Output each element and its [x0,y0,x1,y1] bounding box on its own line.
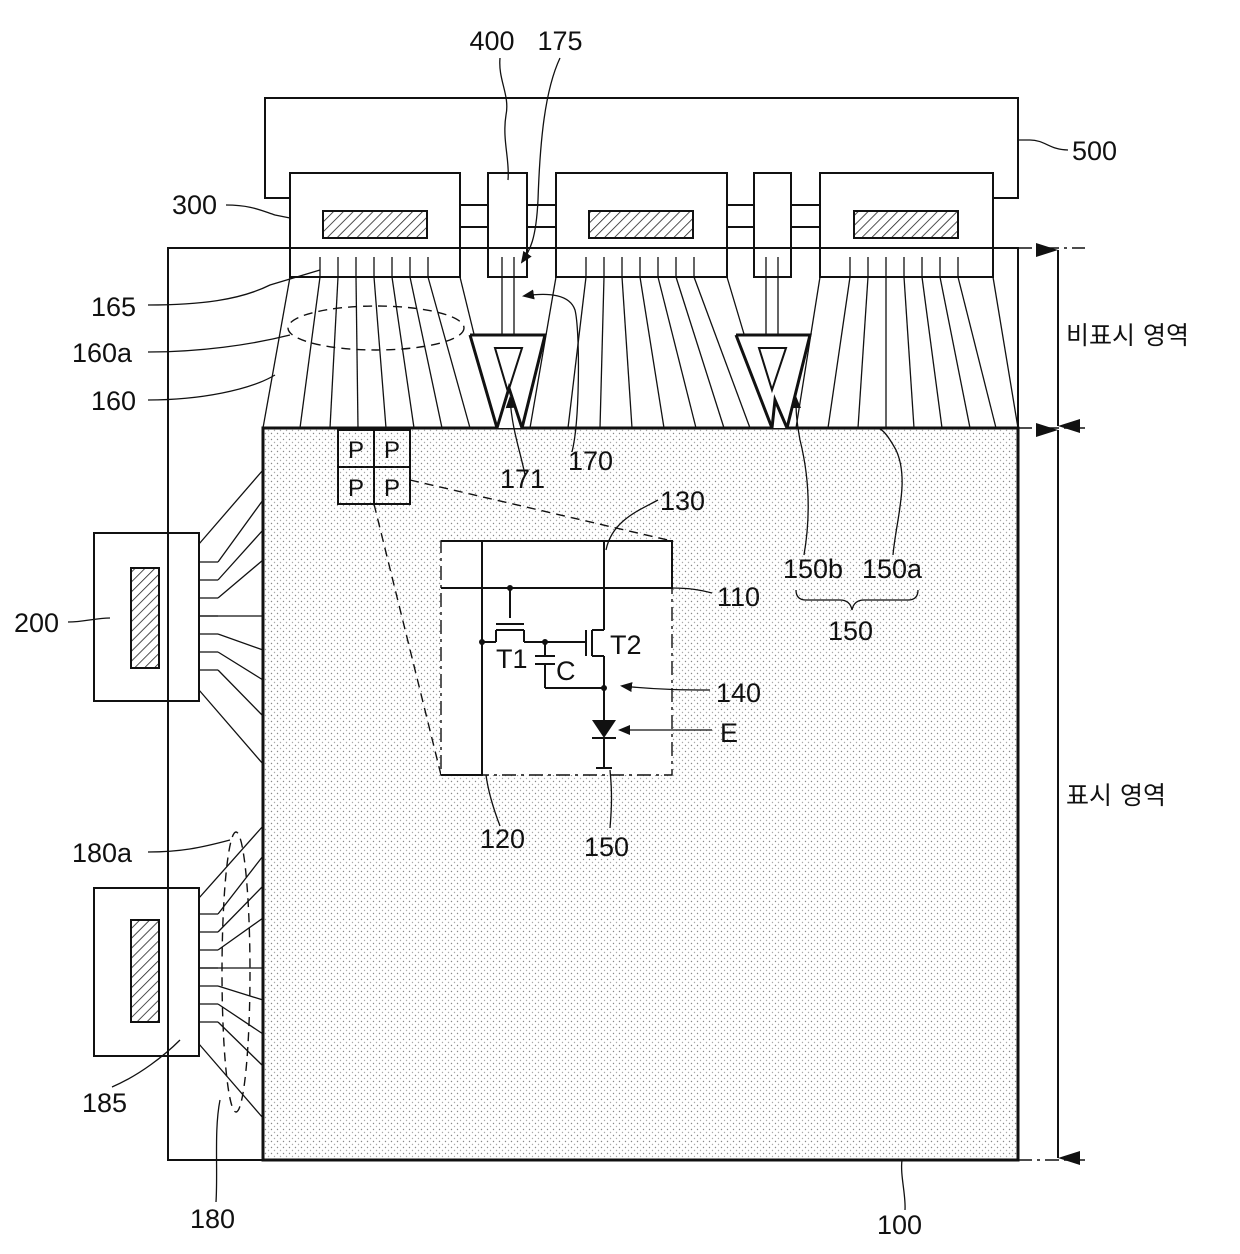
label-120: 120 [480,824,525,854]
label-c: C [556,656,576,686]
label-300: 300 [172,190,217,220]
fanout-lines-chip-1 [263,277,497,428]
label-170: 170 [568,446,613,476]
chip-pins [320,257,958,277]
label-171: 171 [500,464,545,494]
fanout-lines-chip-3 [796,277,1018,428]
label-140: 140 [716,678,761,708]
label-165: 165 [91,292,136,322]
label-t2: T2 [610,630,642,660]
label-non-display-area: 비표시 영역 [1066,321,1189,350]
label-500: 500 [1072,136,1117,166]
pixel-cell-2: P [384,437,400,464]
label-110: 110 [717,582,760,612]
gate-lines-180 [199,826,263,1118]
data-driver-chip-2 [556,173,727,277]
label-180a: 180a [72,838,133,868]
pixel-cell-3: P [348,475,364,502]
label-175: 175 [537,26,582,56]
pixel-grid: P P P P [338,430,410,504]
pixel-cell-1: P [348,437,364,464]
label-200: 200 [14,608,59,638]
connector-400-a [488,173,527,277]
region-dimension-markers [1018,248,1085,1160]
label-display-area: 표시 영역 [1066,781,1166,810]
label-160: 160 [91,386,136,416]
label-180: 180 [190,1204,235,1234]
data-driver-chip-3 [820,173,993,277]
label-150a: 150a [862,554,923,584]
label-400: 400 [469,26,514,56]
gate-line-group-ellipse-180a [222,832,250,1112]
gate-driver-200 [94,533,199,701]
label-t1: T1 [496,644,528,674]
gate-driver-lower [94,888,199,1056]
label-e: E [720,718,738,748]
label-130: 130 [660,486,705,516]
gate-lines-200 [199,470,263,764]
label-160a: 160a [72,338,133,368]
data-driver-chip-1 [290,173,460,277]
display-area [263,428,1018,1160]
label-150-bottom: 150 [584,832,629,862]
pixel-cell-4: P [384,475,400,502]
label-185: 185 [82,1088,127,1118]
label-150b: 150b [783,554,843,584]
printed-circuit-board-500 [265,98,1018,198]
label-150-brace: 150 [828,616,873,646]
label-100: 100 [877,1210,922,1240]
connector-400-b [754,173,791,277]
